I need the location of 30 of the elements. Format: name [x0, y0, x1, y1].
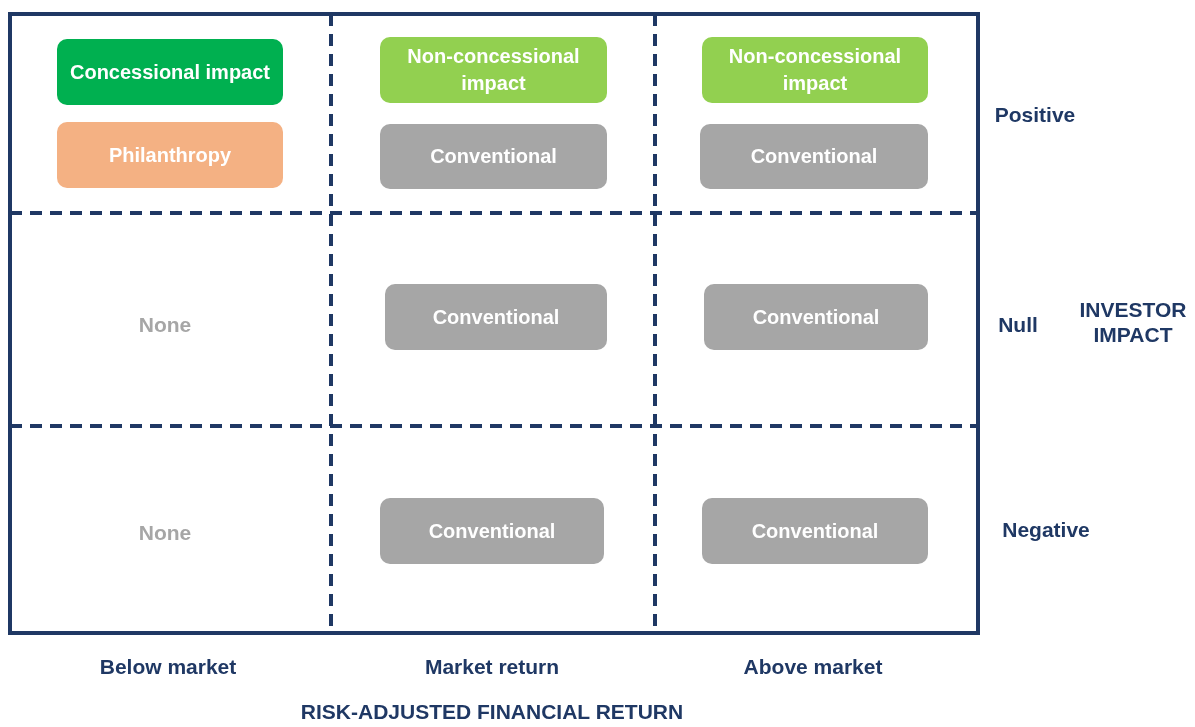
box-label: Philanthropy	[108, 142, 232, 168]
box-label: Concessional impact	[69, 59, 271, 85]
category-box	[702, 498, 928, 564]
category-box	[704, 284, 928, 350]
box-label: Conventional	[430, 144, 557, 169]
row-label: Positive	[994, 102, 1076, 128]
box-label: Conventional	[752, 304, 880, 330]
category-box	[700, 124, 928, 189]
category-box	[385, 284, 607, 350]
box-label: Non-concessional impact	[406, 44, 581, 96]
row-label: Null	[998, 312, 1038, 338]
cell-note: None	[138, 520, 192, 546]
box-label: Conventional	[750, 144, 878, 169]
cell-note: None	[138, 312, 192, 338]
column-label: Above market	[743, 654, 883, 680]
category-box	[380, 498, 604, 564]
column-label: Below market	[99, 654, 237, 680]
box-label: Conventional	[432, 304, 560, 330]
category-box	[380, 124, 607, 189]
axis-title: RISK-ADJUSTED FINANCIAL RETURN	[300, 699, 684, 725]
box-label: Non-concessional impact	[727, 44, 903, 96]
category-box	[57, 39, 283, 105]
column-label: Market return	[424, 654, 560, 680]
category-box	[57, 122, 283, 188]
row-label: Negative	[1002, 517, 1090, 543]
box-label: Conventional	[428, 518, 556, 544]
category-box	[380, 37, 607, 103]
axis-title: INVESTOR IMPACT	[1078, 296, 1188, 348]
category-box	[702, 37, 928, 103]
box-label: Conventional	[751, 518, 879, 544]
